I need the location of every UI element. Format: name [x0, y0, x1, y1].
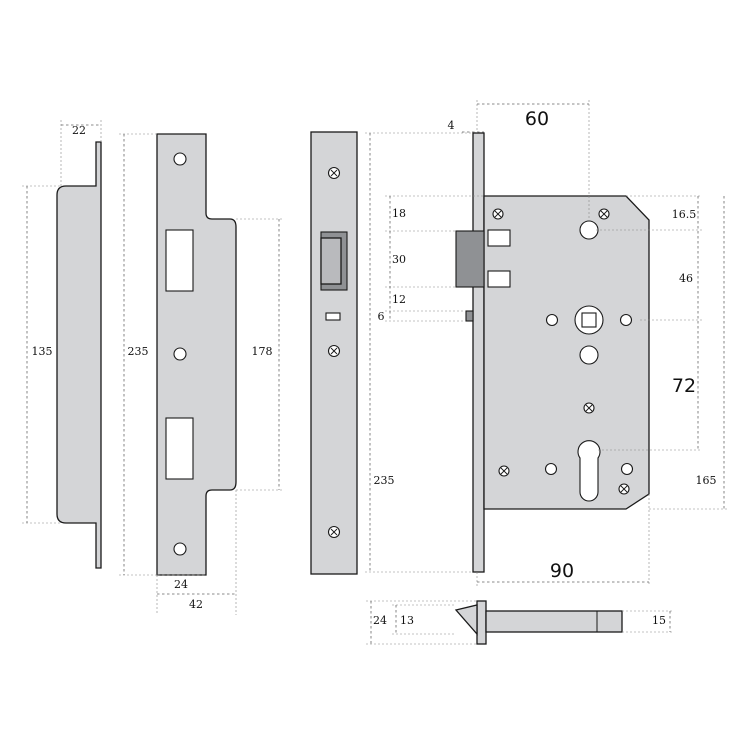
dim-label-24-latch: 24: [373, 614, 387, 627]
dim-label-6: 6: [378, 310, 385, 323]
dim-label-90: 90: [550, 560, 574, 582]
latch-window: [487, 229, 511, 247]
hole: [579, 345, 599, 365]
screw-hole: [544, 462, 558, 476]
keeper-plate: [156, 133, 237, 576]
screw-hole: [620, 462, 634, 476]
latch-slot: [165, 229, 194, 292]
screw-hole: [619, 313, 633, 327]
dim-label-16-5: 16.5: [672, 208, 697, 221]
dim-label-13: 13: [400, 614, 414, 627]
dim-label-235-body: 235: [374, 474, 395, 487]
screw-hole: [173, 542, 187, 556]
latch-top-view: [454, 600, 623, 645]
dim-label-60: 60: [525, 108, 549, 130]
dim-label-15: 15: [652, 614, 666, 627]
dim-label-24: 24: [174, 578, 188, 591]
dim-label-22: 22: [72, 124, 86, 137]
lock-body: [455, 132, 650, 573]
dim-label-235: 235: [128, 345, 149, 358]
latch-tongue: [454, 604, 478, 636]
strike-plate: [56, 141, 102, 569]
latch-bolt-side: [455, 230, 485, 288]
square-spindle: [581, 312, 597, 328]
latch-plate: [476, 600, 487, 645]
dim-label-72: 72: [672, 375, 696, 397]
bolt-slot: [165, 417, 194, 480]
screw-hole: [173, 347, 187, 361]
dim-label-42: 42: [189, 598, 203, 611]
screw-hole: [173, 152, 187, 166]
lock-faceplate: [472, 132, 485, 573]
dim-label-4: 4: [448, 119, 455, 132]
faceplate: [310, 131, 358, 575]
latch-tail: [485, 610, 623, 633]
latch-window: [487, 270, 511, 288]
trigger: [465, 310, 474, 322]
dim-label-135: 135: [32, 345, 53, 358]
dim-label-12: 12: [392, 293, 406, 306]
dim-label-46: 46: [679, 272, 693, 285]
dim-label-18: 18: [392, 207, 406, 220]
dim-label-178: 178: [252, 345, 273, 358]
screw-hole: [545, 313, 559, 327]
cylinder-cutout: [577, 440, 601, 502]
spindle-hole: [579, 220, 599, 240]
dim-label-165: 165: [696, 474, 717, 487]
dim-label-30: 30: [392, 253, 406, 266]
aux-slot: [325, 312, 341, 321]
